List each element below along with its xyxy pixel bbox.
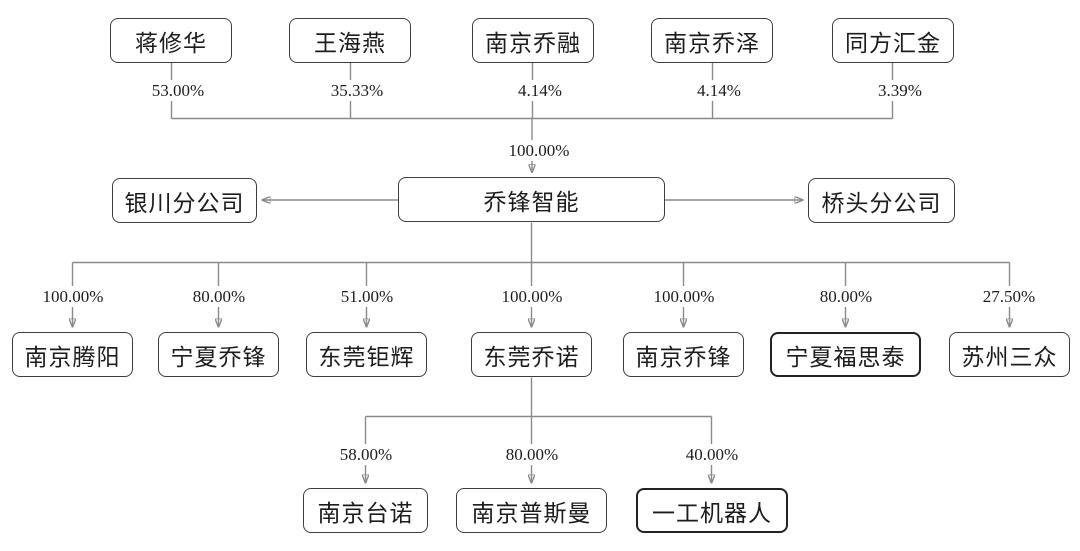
node-label: 东莞乔诺: [483, 343, 580, 370]
ownership-pct-label: 80.00%: [502, 444, 562, 465]
node-label: 南京乔融: [485, 29, 581, 56]
ownership-pct-label: 4.14%: [694, 80, 744, 101]
node-label: 同方汇金: [845, 29, 941, 56]
node-branch-yinchuan: 银川分公司: [112, 178, 257, 223]
node-branch-qiaotou: 桥头分公司: [808, 178, 955, 223]
node-subsidiary-4: 东莞乔诺: [471, 332, 592, 377]
ownership-pct-label: 40.00%: [682, 444, 742, 465]
node-label: 宁夏乔锋: [170, 343, 267, 370]
node-shareholder-4: 南京乔泽: [651, 18, 773, 63]
ownership-pct-label: 100.00%: [650, 286, 718, 307]
node-label: 宁夏福思泰: [785, 343, 906, 370]
node-subsidiary-1: 南京腾阳: [12, 332, 133, 377]
node-label: 王海燕: [314, 29, 386, 56]
node-shareholder-3: 南京乔融: [472, 18, 594, 63]
node-subsidiary-2: 宁夏乔锋: [158, 332, 279, 377]
node-subsidiary-5: 南京乔锋: [623, 332, 744, 377]
ownership-pct-label: 100.00%: [505, 140, 573, 161]
node-subsubsidiary-1: 南京台诺: [303, 488, 428, 533]
node-label: 银川分公司: [124, 189, 245, 216]
ownership-pct-label: 100.00%: [498, 286, 566, 307]
node-label: 南京乔锋: [635, 343, 732, 370]
node-label: 苏州三众: [961, 343, 1058, 370]
node-subsidiary-6: 宁夏福思泰: [770, 332, 921, 377]
ownership-pct-label: 80.00%: [189, 286, 249, 307]
node-label: 南京台诺: [317, 499, 414, 526]
node-shareholder-5: 同方汇金: [832, 18, 954, 63]
node-label: 东莞钜辉: [318, 343, 415, 370]
node-subsidiary-3: 东莞钜辉: [306, 332, 427, 377]
ownership-pct-label: 100.00%: [39, 286, 107, 307]
ownership-pct-label: 58.00%: [336, 444, 396, 465]
ownership-pct-label: 27.50%: [979, 286, 1039, 307]
node-company: 乔锋智能: [398, 177, 665, 222]
node-subsubsidiary-2: 南京普斯曼: [456, 488, 607, 533]
node-label: 南京普斯曼: [471, 499, 592, 526]
ownership-pct-label: 35.33%: [327, 80, 387, 101]
ownership-pct-label: 4.14%: [515, 80, 565, 101]
node-shareholder-1: 蒋修华: [110, 18, 232, 63]
node-subsubsidiary-3: 一工机器人: [636, 488, 788, 533]
node-label: 南京乔泽: [664, 29, 760, 56]
ownership-pct-label: 3.39%: [875, 80, 925, 101]
node-label: 南京腾阳: [24, 343, 121, 370]
ownership-pct-label: 53.00%: [148, 80, 208, 101]
node-label: 桥头分公司: [821, 189, 942, 216]
ownership-pct-label: 51.00%: [337, 286, 397, 307]
node-label: 乔锋智能: [483, 188, 580, 215]
ownership-pct-label: 80.00%: [816, 286, 876, 307]
node-shareholder-2: 王海燕: [289, 18, 411, 63]
node-label: 蒋修华: [135, 29, 207, 56]
node-label: 一工机器人: [652, 499, 772, 526]
node-subsidiary-7: 苏州三众: [949, 332, 1070, 377]
